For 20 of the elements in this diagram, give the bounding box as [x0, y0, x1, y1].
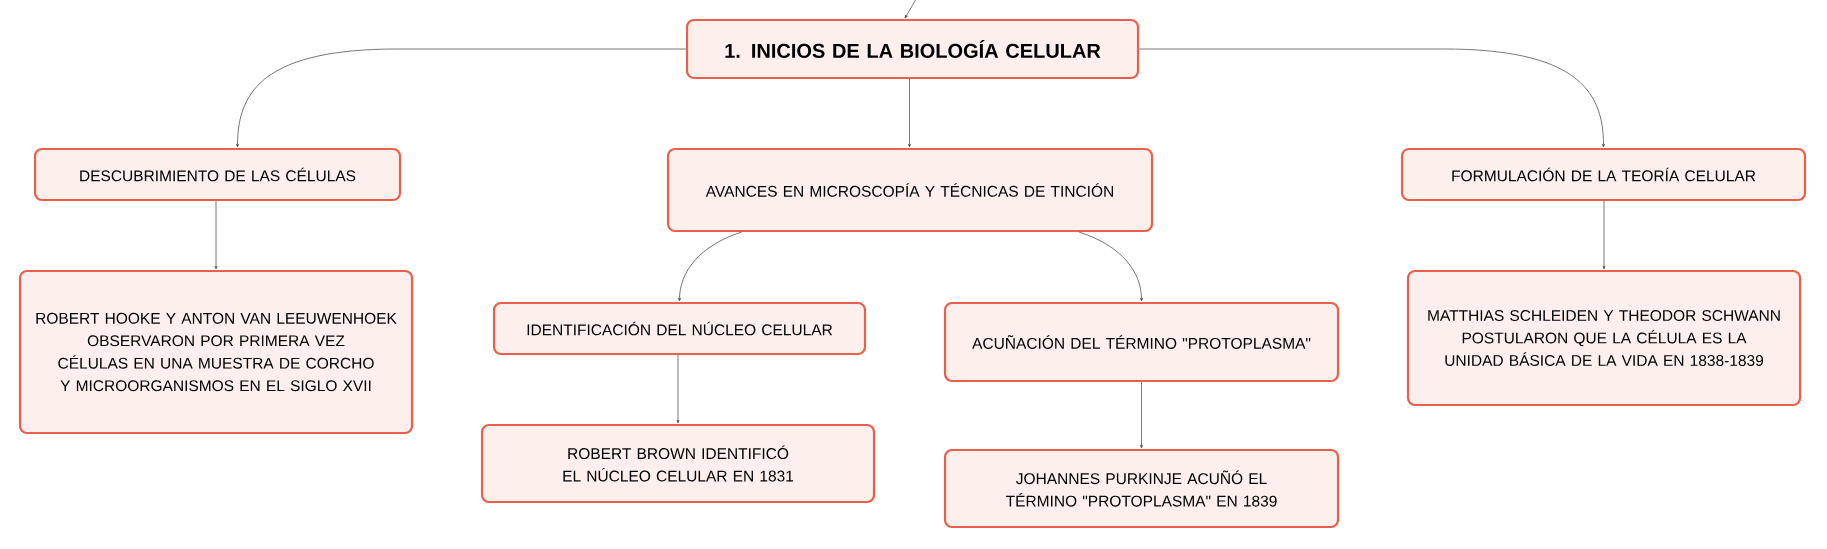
concept-box: JOHANNES PURKINJE ACUÑÓ EL TÉRMINO "PROTOPLASMA" EN 1839	[943, 448, 1340, 529]
concept-box: FORMULACIÓN DE LA TEORÍA CELULAR	[1400, 147, 1807, 202]
arrow	[1602, 200, 1606, 270]
arrow	[1138, 48, 1605, 148]
title-box: 1. INICIOS DE LA BIOLOGÍA CELULAR	[685, 18, 1140, 80]
concept-box: MATTHIAS SCHLEIDEN Y THEODOR SCHWANN POSTULARON QUE LA CÉLULA ES LA UNIDAD BÁSICA DE LA VIDA EN 1838-1839	[1406, 269, 1802, 407]
arrow	[676, 354, 680, 424]
arrow	[1078, 231, 1143, 302]
arrow	[908, 78, 911, 148]
concept-box: DESCUBRIMIENTO DE LAS CÉLULAS	[33, 147, 402, 202]
arrow	[904, 0, 916, 19]
concept-box: AVANCES EN MICROSCOPÍA Y TÉCNICAS DE TINCIÓN	[666, 147, 1154, 233]
arrow	[236, 48, 687, 148]
concept-box: ACUÑACIÓN DEL TÉRMINO "PROTOPLASMA"	[943, 301, 1340, 383]
concept-box: ROBERT HOOKE Y ANTON VAN LEEUWENHOEK OBSERVARON POR PRIMERA VEZ CÉLULAS EN UNA MUESTRA DE CORCHO Y MICROORGANISMOS EN EL SIGLO XVII	[18, 269, 414, 435]
arrow	[1140, 381, 1143, 449]
concept-box: IDENTIFICACIÓN DEL NÚCLEO CELULAR	[492, 301, 867, 356]
arrow	[678, 231, 743, 302]
arrow	[214, 200, 218, 270]
concept-box: ROBERT BROWN IDENTIFICÓ EL NÚCLEO CELULAR EN 1831	[480, 423, 876, 504]
